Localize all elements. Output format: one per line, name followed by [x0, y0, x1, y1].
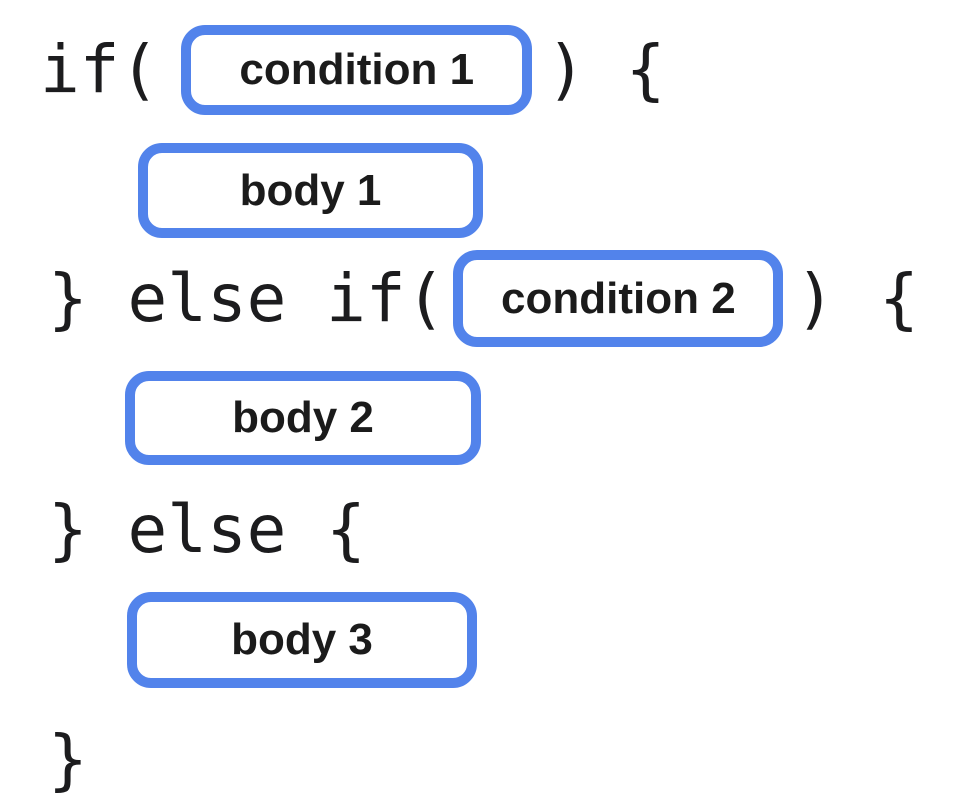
- code-elseif-close-paren: ): [795, 259, 836, 337]
- line-else: } else {: [48, 497, 366, 563]
- body-1-box: body 1: [138, 143, 483, 238]
- condition-1-label: condition 1: [239, 45, 475, 94]
- condition-1-box: condition 1: [181, 25, 533, 115]
- body-2-box: body 2: [125, 371, 481, 465]
- line-final-brace: }: [48, 727, 88, 793]
- code-elseif-open-brace: {: [879, 259, 919, 337]
- code-if-close: ) {: [546, 31, 666, 108]
- condition-2-box: condition 2: [453, 250, 784, 347]
- body-2-label: body 2: [232, 393, 374, 442]
- line-if: if( condition 1 ) {: [40, 25, 665, 115]
- code-if-open: if(: [40, 31, 160, 108]
- body-3-label: body 3: [231, 615, 373, 664]
- body-3-box: body 3: [127, 592, 477, 688]
- body-1-label: body 1: [239, 165, 382, 215]
- line-body1: body 1: [138, 143, 483, 238]
- code-else-line: } else {: [48, 491, 366, 568]
- code-final-brace: }: [48, 721, 88, 798]
- line-else-if: } else if( condition 2 ) {: [48, 250, 919, 347]
- line-body2: body 2: [125, 371, 481, 465]
- condition-2-label: condition 2: [501, 273, 736, 323]
- code-elseif-open: } else if(: [48, 259, 446, 337]
- line-body3: body 3: [127, 592, 477, 688]
